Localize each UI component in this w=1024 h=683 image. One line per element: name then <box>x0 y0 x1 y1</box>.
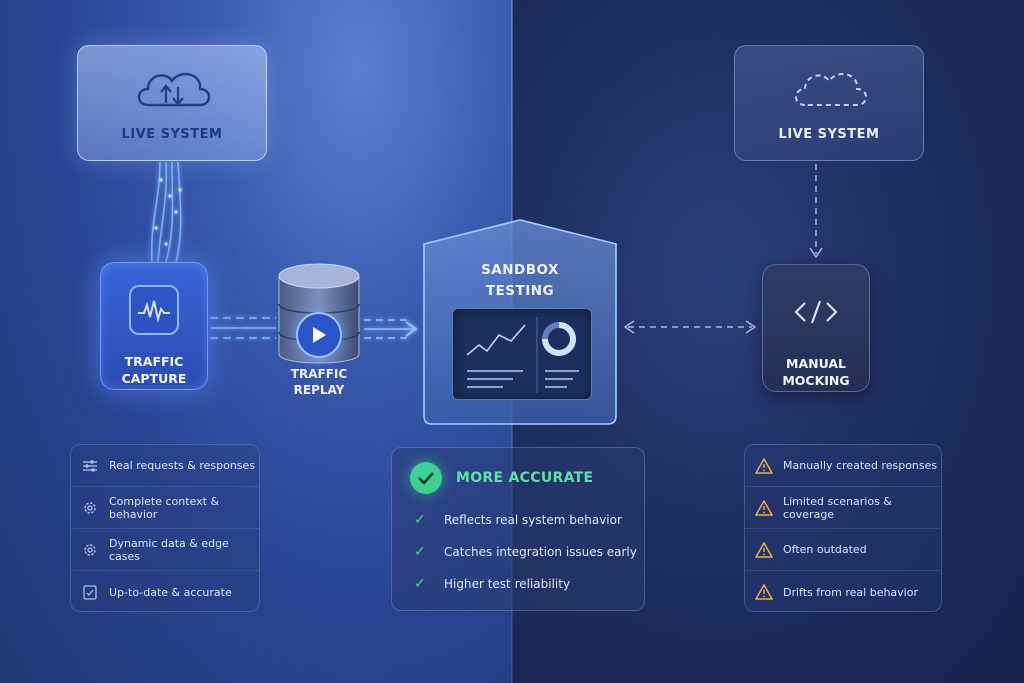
list-item: Dynamic data & edge cases <box>71 529 259 571</box>
gear-icon <box>81 541 99 559</box>
list-item-text: Manually created responses <box>783 459 938 472</box>
sliders-icon <box>81 457 99 475</box>
data-stream-vertical <box>150 161 182 263</box>
list-item-text: Dynamic data & edge cases <box>109 536 229 563</box>
cloud-updown-icon <box>130 65 214 117</box>
replay-to-sandbox-arrow <box>364 319 418 339</box>
live-system-mocked: LIVE SYSTEM <box>734 45 924 161</box>
mocking-drawbacks-list: Manually created responses Limited scena… <box>744 444 942 612</box>
live-system-label: LIVE SYSTEM <box>121 126 223 142</box>
list-item: Real requests & responses <box>71 445 259 487</box>
list-item-text: Reflects real system behavior <box>444 513 622 527</box>
list-item: ✓ Higher test reliability <box>410 568 644 600</box>
list-item-text: Often outdated <box>783 543 867 556</box>
list-item: Manually created responses <box>745 445 941 487</box>
check-circle-icon <box>410 462 442 494</box>
live-system-source: LIVE SYSTEM <box>77 45 267 161</box>
list-item: Often outdated <box>745 529 941 571</box>
play-icon <box>296 312 342 358</box>
more-accurate-panel: MORE ACCURATE ✓ Reflects real system beh… <box>391 447 645 611</box>
manual-mocking-label: MANUAL MOCKING <box>782 356 850 388</box>
list-item: ✓ Catches integration issues early <box>410 536 644 568</box>
live-to-mocking-dashed-arrow <box>809 164 823 259</box>
list-item: Limited scenarios & coverage <box>745 487 941 529</box>
manual-mocking-node: MANUAL MOCKING <box>762 264 870 392</box>
list-item: Drifts from real behavior <box>745 571 941 613</box>
check-icon: ✓ <box>414 512 426 528</box>
live-system-label: LIVE SYSTEM <box>778 126 880 142</box>
traffic-capture-node: TRAFFIC CAPTURE <box>100 262 208 390</box>
sandbox-testing-label: SANDBOX TESTING <box>481 262 559 299</box>
list-item: Up-to-date & accurate <box>71 571 259 613</box>
dashboard-screen <box>452 308 592 400</box>
list-item-text: Drifts from real behavior <box>783 585 918 599</box>
more-accurate-title: MORE ACCURATE <box>456 470 594 486</box>
traffic-replay-label: TRAFFIC REPLAY <box>290 367 348 397</box>
list-item-text: Catches integration issues early <box>444 545 637 559</box>
cloud-dashed-icon <box>787 65 871 117</box>
clipboard-check-icon <box>81 583 99 601</box>
capture-to-replay-stream <box>210 317 276 339</box>
check-icon: ✓ <box>414 544 426 560</box>
gear-icon <box>81 499 99 517</box>
list-item-text: Complete context & behavior <box>109 494 220 521</box>
capture-benefits-list: Real requests & responses Complete conte… <box>70 444 260 612</box>
warning-icon <box>755 499 773 517</box>
sandbox-mocking-dashed-arrow <box>623 320 757 334</box>
warning-icon <box>755 541 773 559</box>
list-item: ✓ Reflects real system behavior <box>410 504 644 536</box>
warning-icon <box>755 583 773 601</box>
waveform-icon <box>129 285 179 335</box>
list-item: Complete context & behavior <box>71 487 259 529</box>
list-item-text: Higher test reliability <box>444 577 571 591</box>
list-item-text: Up-to-date & accurate <box>109 585 232 599</box>
warning-icon <box>755 457 773 475</box>
check-icon: ✓ <box>414 576 426 592</box>
code-icon <box>791 287 841 337</box>
list-item-text: Limited scenarios & coverage <box>783 494 892 521</box>
traffic-capture-label: TRAFFIC CAPTURE <box>121 354 187 386</box>
list-item-text: Real requests & responses <box>109 459 256 472</box>
